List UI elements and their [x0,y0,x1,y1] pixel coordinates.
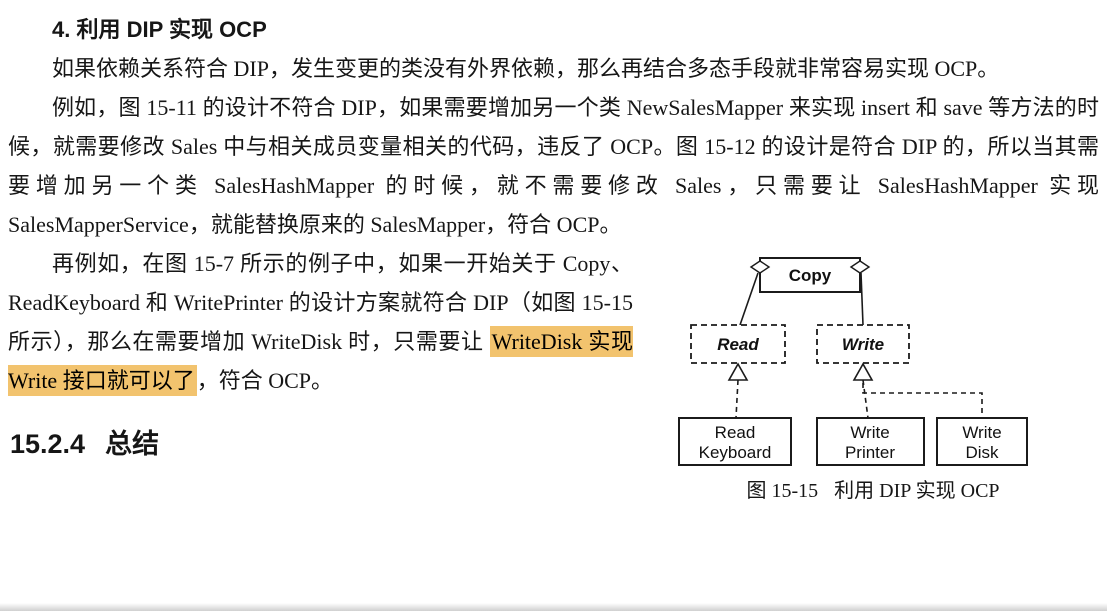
subsection-heading: 15.2.4 总结 [10,426,1099,462]
write-printer-box [816,417,925,466]
subsection-title: 总结 [105,429,160,459]
realization-triangle-write [852,362,874,381]
write-disk-label-line2: Disk [965,443,999,462]
section-heading: 4. 利用 DIP 实现 OCP [52,17,267,42]
paragraph-3-text-after: ，符合 OCP。 [196,368,334,393]
aggregation-line-right [860,272,864,326]
figure-caption: 图 15-15 利用 DIP 实现 OCP [647,476,1099,506]
paragraph-2: 例如，图 15-11 的设计不符合 DIP，如果需要增加另一个类 NewSale… [8,95,1099,237]
copy-class-box [759,257,861,293]
realization-line-writeprinter [862,379,869,419]
write-printer-label-line2: Printer [845,443,895,462]
write-interface-label: Write [842,335,884,354]
figure-caption-number: 图 15-15 [746,480,819,502]
write-printer-label-line1: Write [850,423,889,442]
read-interface-label: Read [717,335,759,354]
figure-15-15: Copy Read Write Read Keyboard Write [647,244,1099,506]
page-scan-edge [0,603,1107,611]
read-keyboard-label-line2: Keyboard [699,443,772,462]
write-disk-label-line1: Write [962,423,1001,442]
figure-caption-title: 利用 DIP 实现 OCP [834,480,1000,502]
write-disk-box [936,417,1028,466]
aggregation-diamond-left [749,260,771,274]
realization-line-readkeyboard [735,379,739,419]
paragraph-3: 再例如，在图 15-7 所示的例子中，如果一开始关于 Copy、ReadKeyb… [8,244,1099,400]
paragraph-3-text-before: 再例如，在图 15-7 所示的例子中，如果一开始关于 Copy、ReadKeyb… [8,251,633,354]
aggregation-line-left [739,272,759,326]
copy-class-label: Copy [789,266,832,285]
read-keyboard-label-line1: Read [715,423,756,442]
aggregation-diamond-right [849,260,871,274]
read-interface-box [690,324,786,364]
realization-triangle-read [727,362,749,381]
paragraph-1: 如果依赖关系符合 DIP，发生变更的类没有外界依赖，那么再结合多态手段就非常容易… [52,56,1000,81]
subsection-number: 15.2.4 [10,429,86,459]
uml-diagram: Copy Read Write Read Keyboard Write [678,257,1028,466]
realization-line-writedisk [862,383,983,418]
read-keyboard-box [678,417,792,466]
